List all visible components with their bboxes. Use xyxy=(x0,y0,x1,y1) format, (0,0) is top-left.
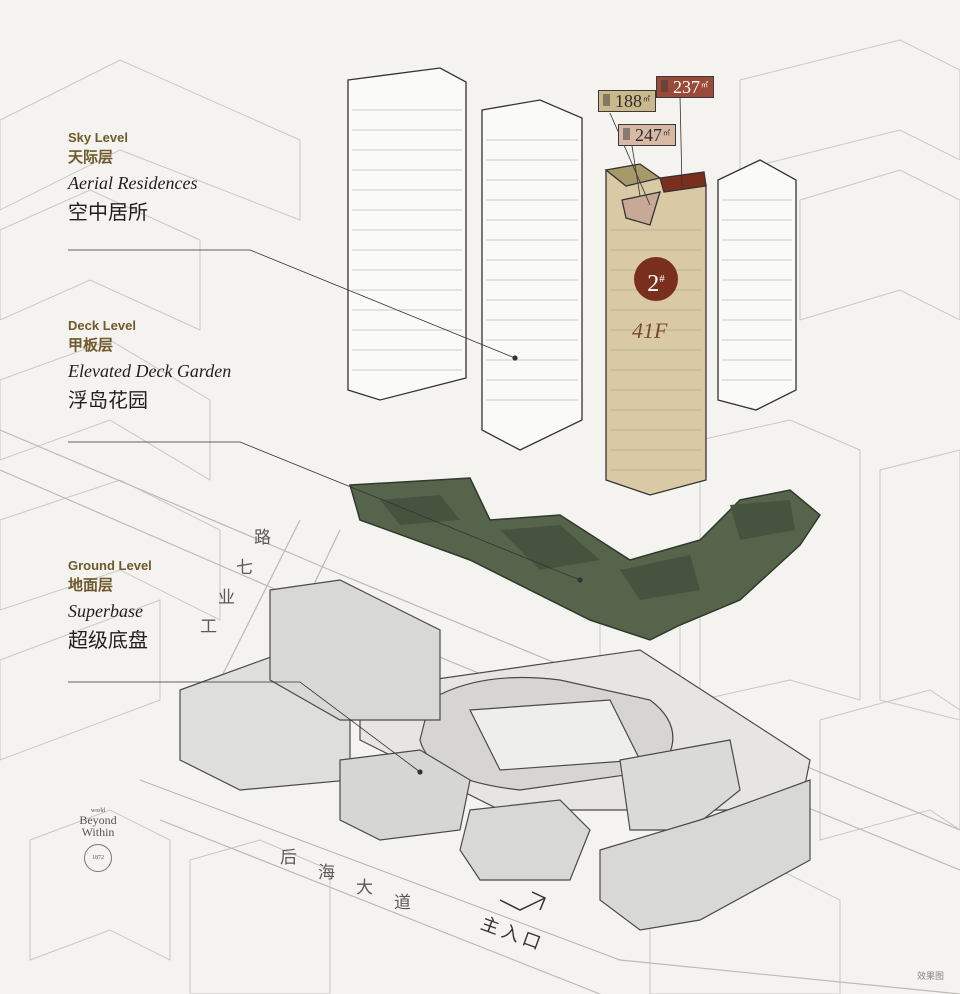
deck-level-en-title: Elevated Deck Garden xyxy=(68,361,232,381)
road1-char: 七 xyxy=(236,558,253,578)
tag-mini-icon xyxy=(661,80,668,92)
road1-char: 业 xyxy=(218,588,235,608)
building-number: 2 xyxy=(647,271,660,297)
deck-level-cn-title: 浮岛花园 xyxy=(68,388,148,412)
tag-value: 247 xyxy=(635,125,662,145)
logo-line2: Within xyxy=(81,825,115,839)
road2-char: 道 xyxy=(394,893,411,913)
ground-level-caption: Ground Level 地面层 Superbase 超级底盘 xyxy=(68,558,152,653)
brand-logo: world Beyond Within 1872 xyxy=(58,808,138,872)
sky-level-caption: Sky Level 天际层 Aerial Residences 空中居所 xyxy=(68,130,197,225)
tower-2-top-c xyxy=(621,191,661,226)
sky-level-en-label: Sky Level xyxy=(68,130,128,145)
ground-level-podium xyxy=(179,579,811,931)
tag-unit: ㎡ xyxy=(663,129,670,137)
road1-char: 工 xyxy=(200,617,217,637)
tag-mini-icon xyxy=(623,128,630,140)
logo-top: world xyxy=(91,808,105,814)
building-mark: # xyxy=(659,273,665,285)
school-block-mid xyxy=(339,749,471,841)
leader-lines xyxy=(68,95,683,775)
tower-a xyxy=(347,67,467,401)
tag-unit: ㎡ xyxy=(643,95,650,103)
ground-level-en-title: Superbase xyxy=(68,601,143,621)
deck-level-garden xyxy=(349,477,821,641)
school-block-far xyxy=(599,779,811,931)
building-floors: 41F xyxy=(632,318,668,343)
tag-value: 188 xyxy=(615,91,642,111)
building-number-badge: 2# xyxy=(634,257,678,301)
unit-tag-237: 237㎡ xyxy=(656,76,714,98)
tower-c xyxy=(717,159,797,411)
entrance-arrow xyxy=(499,891,546,911)
sky-level-en-title: Aerial Residences xyxy=(68,173,198,193)
deck-level-caption: Deck Level 甲板层 Elevated Deck Garden 浮岛花园 xyxy=(68,318,231,413)
deck-level-cn-label: 甲板层 xyxy=(68,336,114,354)
tag-mini-icon xyxy=(603,94,610,106)
rendering-note: 效果图 xyxy=(916,972,944,982)
road2-char: 后 xyxy=(280,848,297,868)
road1-char: 路 xyxy=(254,528,271,548)
ground-level-cn-title: 超级底盘 xyxy=(68,628,148,652)
tower-floor-lines xyxy=(352,109,792,471)
unit-tag-188: 188㎡ xyxy=(598,90,656,112)
logo-year: 1872 xyxy=(84,844,112,872)
road2-char: 大 xyxy=(356,878,373,898)
school-block-right xyxy=(619,739,741,831)
sky-level-cn-title: 空中居所 xyxy=(68,200,148,224)
sky-level-cn-label: 天际层 xyxy=(68,148,114,166)
road2-char: 海 xyxy=(318,863,335,883)
tower-b xyxy=(481,99,583,451)
school-block-top xyxy=(269,579,441,721)
school-block-low xyxy=(459,799,591,881)
tag-unit: ㎡ xyxy=(701,81,708,89)
unit-tag-247: 247㎡ xyxy=(618,124,676,146)
logo-line1: Beyond xyxy=(79,813,117,827)
ground-level-cn-label: 地面层 xyxy=(68,576,114,594)
sky-level-towers xyxy=(347,67,797,496)
tower-2-top-b xyxy=(659,171,707,193)
tag-value: 237 xyxy=(673,77,700,97)
ground-level-en-label: Ground Level xyxy=(68,558,152,573)
deck-level-en-label: Deck Level xyxy=(68,318,136,333)
